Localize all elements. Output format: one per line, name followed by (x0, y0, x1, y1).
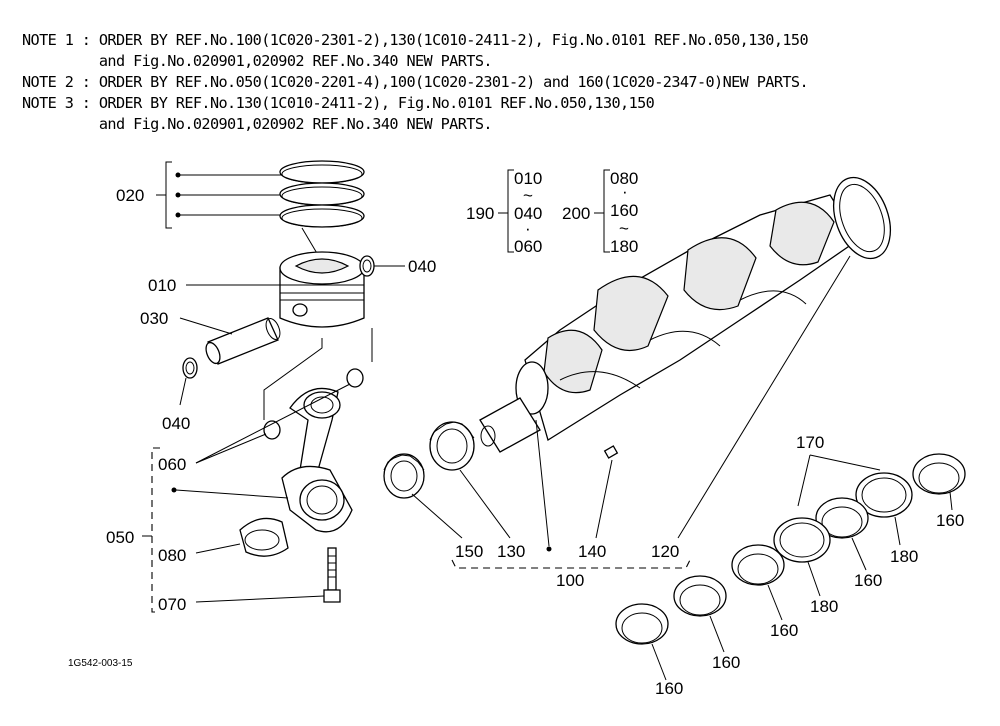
ref-label-130: 130 (497, 542, 525, 561)
ref-label-160-d: 160 (712, 653, 740, 672)
group-190-item-dot: · (525, 219, 531, 238)
group-190-item-tilde: ~ (523, 186, 533, 205)
ref-label-170: 170 (796, 433, 824, 452)
ref-label-160-a: 160 (936, 511, 964, 530)
group-190-item-040: 040 (514, 204, 542, 223)
group-190-item-010: 010 (514, 169, 542, 188)
ref-label-030: 030 (140, 309, 168, 328)
piston-pin-drawing (179, 317, 281, 365)
note-3-line-2: and Fig.No.020901,020902 REF.No.340 NEW … (22, 115, 493, 133)
group-190-label: 190 (466, 204, 494, 223)
piston-rings-drawing (156, 160, 365, 256)
conrod-bearing-drawing (195, 517, 289, 557)
ref-label-160-b: 160 (854, 571, 882, 590)
note-1-line-2: and Fig.No.020901,020902 REF.No.340 NEW … (22, 52, 493, 70)
notes-block: NOTE 1 : ORDER BY REF.No.100(1C020-2301-… (22, 30, 992, 135)
ref-label-140: 140 (578, 542, 606, 561)
piston-drawing (186, 251, 365, 328)
ref-label-180-b: 180 (810, 597, 838, 616)
note-3-line-1: NOTE 3 : ORDER BY REF.No.130(1C010-2411-… (22, 94, 655, 112)
group-190-bracket (498, 169, 514, 253)
ref-label-070: 070 (158, 595, 186, 614)
group-200-item-160: 160 (610, 201, 638, 220)
ref-label-120: 120 (651, 542, 679, 561)
ref-label-040-bottom: 040 (162, 414, 190, 433)
ref-label-180-a: 180 (890, 547, 918, 566)
group-200-item-180: 180 (610, 237, 638, 256)
group-200-item-dot: · (622, 182, 628, 201)
ref-label-160-c: 160 (770, 621, 798, 640)
circlip-bottom-drawing (179, 357, 198, 406)
ref-label-160-e: 160 (655, 679, 683, 698)
note-1-line-1: NOTE 1 : ORDER BY REF.No.100(1C020-2301-… (22, 31, 809, 49)
ref-label-150: 150 (455, 542, 483, 561)
gear-130-drawing (429, 421, 475, 471)
note-2-line-1: NOTE 2 : ORDER BY REF.No.050(1C020-2201-… (22, 73, 809, 91)
ref-label-020: 020 (116, 186, 144, 205)
ref-label-080: 080 (158, 546, 186, 565)
group-200-item-080: 080 (610, 169, 638, 188)
figure-code: 1G542-003-15 (68, 658, 133, 669)
ref-label-050: 050 (106, 528, 134, 547)
crankshaft-drawing (479, 176, 891, 459)
group-200-item-tilde: ~ (619, 219, 629, 238)
main-bearing-set-drawing (615, 453, 966, 681)
conrod-bolt-drawing (195, 547, 341, 603)
circlip-top-drawing (359, 255, 405, 277)
gear-150-drawing (383, 453, 425, 499)
ref-label-100: 100 (556, 571, 584, 590)
connecting-rod-drawing (142, 328, 373, 613)
ref-label-060: 060 (158, 455, 186, 474)
ref-label-010: 010 (148, 276, 176, 295)
group-200-label: 200 (562, 204, 590, 223)
group-200-bracket (594, 169, 610, 253)
ref-label-040-top: 040 (408, 257, 436, 276)
group-190-item-060: 060 (514, 237, 542, 256)
